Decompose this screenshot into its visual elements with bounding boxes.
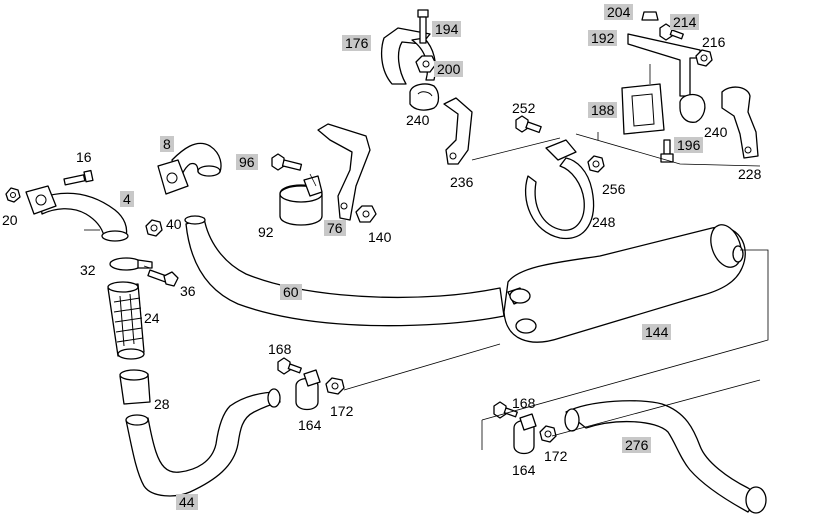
flex-pipe-24[interactable]: [107, 281, 145, 360]
label-164-left: 164: [298, 417, 322, 433]
clamp-164a[interactable]: [295, 369, 321, 411]
label-168-right: 168: [512, 395, 536, 411]
bolt-16[interactable]: [63, 169, 94, 186]
label-240-right: 240: [704, 124, 728, 140]
bracket-228[interactable]: [721, 86, 759, 159]
rubber-mount-240b[interactable]: [679, 93, 706, 123]
front-pipe-4[interactable]: [25, 185, 129, 242]
pipe-276[interactable]: [564, 400, 767, 514]
nut-256[interactable]: [587, 155, 605, 173]
sleeve-28[interactable]: [119, 369, 151, 405]
label-172-right: 172: [544, 448, 568, 464]
label-168-left: 168: [268, 341, 292, 357]
bolt-36[interactable]: [147, 269, 179, 287]
pipe-60[interactable]: [184, 215, 505, 327]
clamp-92[interactable]: [279, 175, 323, 226]
elbow-pipe-8[interactable]: [157, 142, 222, 195]
clamp-32[interactable]: [109, 257, 153, 271]
bolt-96[interactable]: [271, 153, 303, 171]
label-192: 192: [588, 30, 618, 46]
label-252: 252: [512, 100, 536, 116]
label-228: 228: [738, 166, 762, 182]
label-8: 8: [160, 136, 174, 152]
label-204: 204: [604, 4, 634, 20]
clamp-164b[interactable]: [513, 413, 537, 455]
label-236: 236: [450, 174, 474, 190]
label-24: 24: [144, 310, 160, 326]
nut-140[interactable]: [355, 205, 377, 223]
label-172-left: 172: [330, 403, 354, 419]
label-200: 200: [434, 61, 464, 77]
nut-172a[interactable]: [325, 377, 345, 395]
nut-204[interactable]: [641, 11, 659, 21]
muffler-144[interactable]: [503, 221, 747, 343]
label-256: 256: [602, 181, 626, 197]
label-28: 28: [154, 396, 170, 412]
nut-20[interactable]: [5, 187, 21, 203]
rubber-mount-188[interactable]: [621, 83, 665, 135]
label-216: 216: [702, 34, 726, 50]
label-240-upper: 240: [406, 112, 430, 128]
clamp-248[interactable]: [524, 139, 595, 240]
bracket-236[interactable]: [443, 97, 473, 165]
nut-172b[interactable]: [539, 425, 557, 443]
label-44: 44: [176, 494, 198, 510]
label-76: 76: [324, 220, 346, 236]
label-60: 60: [280, 284, 302, 300]
label-140: 140: [368, 229, 392, 245]
label-196: 196: [674, 137, 704, 153]
bolt-214[interactable]: [659, 23, 684, 41]
nut-216[interactable]: [695, 49, 713, 67]
label-144: 144: [642, 324, 672, 340]
label-188: 188: [588, 102, 618, 118]
bolt-194[interactable]: [417, 9, 429, 44]
label-176: 176: [342, 35, 372, 51]
label-20: 20: [2, 212, 18, 228]
leader-lines: [84, 64, 769, 450]
label-164-right: 164: [512, 462, 536, 478]
label-96: 96: [236, 154, 258, 170]
bolt-168a[interactable]: [277, 357, 302, 375]
label-40: 40: [166, 216, 182, 232]
label-276: 276: [622, 437, 652, 453]
label-16: 16: [76, 149, 92, 165]
label-4: 4: [120, 191, 134, 207]
label-36: 36: [180, 283, 196, 299]
pipe-44[interactable]: [125, 388, 281, 497]
bracket-76[interactable]: [317, 123, 371, 221]
label-92: 92: [258, 224, 274, 240]
nut-40[interactable]: [145, 219, 163, 237]
label-194: 194: [432, 21, 462, 37]
rubber-mount-240a[interactable]: [409, 83, 440, 111]
label-214: 214: [670, 14, 700, 30]
label-32: 32: [80, 262, 96, 278]
label-248: 248: [592, 214, 616, 230]
bolt-252[interactable]: [515, 115, 542, 134]
